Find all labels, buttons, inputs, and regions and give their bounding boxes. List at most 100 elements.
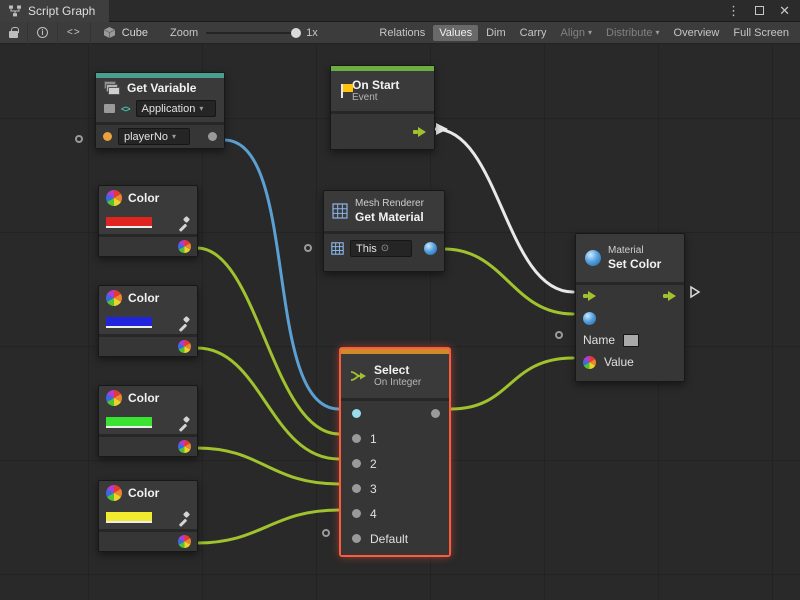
- setcolor-name-port[interactable]: [555, 331, 563, 339]
- color-field-row: [99, 210, 197, 234]
- name-row: Name: [576, 329, 684, 351]
- color-output-port[interactable]: [178, 535, 191, 548]
- node-title: Set Color: [608, 256, 662, 271]
- node-title: Select: [374, 362, 410, 377]
- on-start-ports: [331, 111, 434, 149]
- distribute-button[interactable]: Distribute ▾: [600, 25, 665, 41]
- target-dropdown[interactable]: This ⊙: [350, 240, 412, 257]
- node-context: Mesh Renderer: [355, 197, 424, 209]
- color-swatch[interactable]: [106, 416, 152, 428]
- node-set-color[interactable]: Material Set Color Name Value: [575, 233, 685, 382]
- color-field-row: [99, 310, 197, 334]
- graph-selector[interactable]: Cube: [91, 26, 160, 39]
- node-title: Get Material: [355, 209, 424, 224]
- variable-output-port[interactable]: [208, 132, 217, 141]
- variable-kind-row: <> Application ▾: [96, 98, 224, 122]
- node-color-blue[interactable]: Color: [98, 285, 198, 357]
- set-color-ports: Name Value: [576, 282, 684, 381]
- name-input[interactable]: [623, 333, 640, 347]
- branch-2-port[interactable]: [352, 459, 361, 468]
- node-title: On Start: [352, 77, 400, 92]
- node-color-yellow[interactable]: Color: [98, 480, 198, 552]
- flow-output-port[interactable]: [663, 291, 677, 301]
- graph-canvas[interactable]: Get Variable <> Application ▾ playerNo ▾: [0, 44, 800, 600]
- select-selector-row: [341, 401, 449, 426]
- color-output-port[interactable]: [178, 240, 191, 253]
- flow-row: [576, 285, 684, 307]
- wire-color1-to-select[interactable]: [195, 246, 341, 436]
- selector-input-port[interactable]: [352, 409, 361, 418]
- code-view-button[interactable]: <>: [58, 21, 91, 44]
- branch-default-port[interactable]: [352, 534, 361, 543]
- branch-3-port[interactable]: [352, 484, 361, 493]
- script-graph-icon: [9, 5, 21, 16]
- color-ports: [99, 529, 197, 551]
- node-title: Color: [128, 191, 160, 205]
- tab-script-graph[interactable]: Script Graph: [0, 0, 110, 22]
- maximize-icon[interactable]: [755, 6, 765, 15]
- branch-label: 2: [370, 456, 377, 471]
- node-color-green[interactable]: Color: [98, 385, 198, 457]
- wire-getmaterial-to-setcolor[interactable]: [442, 247, 575, 316]
- variable-kind-dropdown[interactable]: Application ▾: [135, 100, 216, 117]
- value-input-port[interactable]: [583, 355, 596, 369]
- name-label: Name: [583, 333, 616, 347]
- node-context: Material: [608, 244, 644, 256]
- zoom-value: 1x: [306, 26, 318, 39]
- values-button[interactable]: Values: [433, 24, 479, 41]
- flow-output-port[interactable]: [413, 126, 427, 137]
- info-button[interactable]: i: [28, 21, 58, 44]
- select-output-port[interactable]: [431, 409, 440, 418]
- zoom-slider[interactable]: [206, 27, 302, 38]
- eyedropper-icon[interactable]: [177, 416, 190, 429]
- node-subtitle: Event: [352, 92, 378, 104]
- select-ports: 1 2 3 4 Default: [341, 398, 449, 555]
- align-button[interactable]: Align ▾: [555, 25, 598, 41]
- material-output-port[interactable]: [424, 242, 437, 255]
- eyedropper-icon[interactable]: [177, 316, 190, 329]
- node-get-material[interactable]: Mesh Renderer Get Material This ⊙: [323, 190, 445, 272]
- node-on-start[interactable]: On Start Event: [330, 65, 435, 150]
- relations-button[interactable]: Relations: [373, 25, 431, 41]
- overview-button[interactable]: Overview: [668, 25, 726, 41]
- eyedropper-icon[interactable]: [177, 216, 190, 229]
- material-input-port[interactable]: [583, 311, 596, 325]
- wire-color3-to-select[interactable]: [195, 446, 341, 486]
- lock-button[interactable]: [0, 21, 28, 44]
- flow-input-port[interactable]: [583, 291, 597, 301]
- color-swatch[interactable]: [106, 511, 152, 523]
- node-select[interactable]: Select On Integer 1 2: [340, 348, 450, 556]
- node-color-red[interactable]: Color: [98, 185, 198, 257]
- zoom-label: Zoom: [169, 26, 199, 39]
- node-title: Color: [128, 391, 160, 405]
- wire-color2-to-select[interactable]: [195, 346, 341, 461]
- fullscreen-button[interactable]: Full Screen: [727, 25, 795, 41]
- chevron-down-icon: ▾: [199, 104, 204, 113]
- wire-color4-to-select[interactable]: [195, 508, 341, 545]
- color-swatch[interactable]: [106, 216, 152, 228]
- color-output-port[interactable]: [178, 340, 191, 353]
- branch-4-port[interactable]: [352, 509, 361, 518]
- menu-icon[interactable]: ⋮: [727, 2, 741, 18]
- color-output-port[interactable]: [178, 440, 191, 453]
- zoom-slider-knob[interactable]: [291, 27, 302, 38]
- variable-name-dropdown[interactable]: playerNo ▾: [118, 128, 190, 145]
- carry-button[interactable]: Carry: [514, 25, 553, 41]
- wire-playerno-to-select[interactable]: [222, 138, 341, 411]
- select-default-port[interactable]: [322, 529, 330, 537]
- value-label: Value: [604, 355, 634, 369]
- wire-onstart-to-setcolor[interactable]: [433, 127, 575, 294]
- eyedropper-icon[interactable]: [177, 511, 190, 524]
- close-icon[interactable]: ✕: [779, 2, 790, 18]
- dim-button[interactable]: Dim: [480, 25, 512, 41]
- branch-1-port[interactable]: [352, 434, 361, 443]
- variable-name-port[interactable]: [103, 132, 112, 141]
- wire-select-to-value[interactable]: [449, 356, 575, 411]
- getvariable-input-port[interactable]: [75, 135, 83, 143]
- node-get-variable[interactable]: Get Variable <> Application ▾ playerNo ▾: [95, 72, 225, 149]
- info-icon: i: [37, 27, 48, 38]
- chevron-down-icon: ▾: [172, 132, 177, 141]
- color-swatch[interactable]: [106, 316, 152, 328]
- getmaterial-input-port[interactable]: [304, 244, 312, 252]
- setcolor-output-triangle[interactable]: [689, 285, 701, 299]
